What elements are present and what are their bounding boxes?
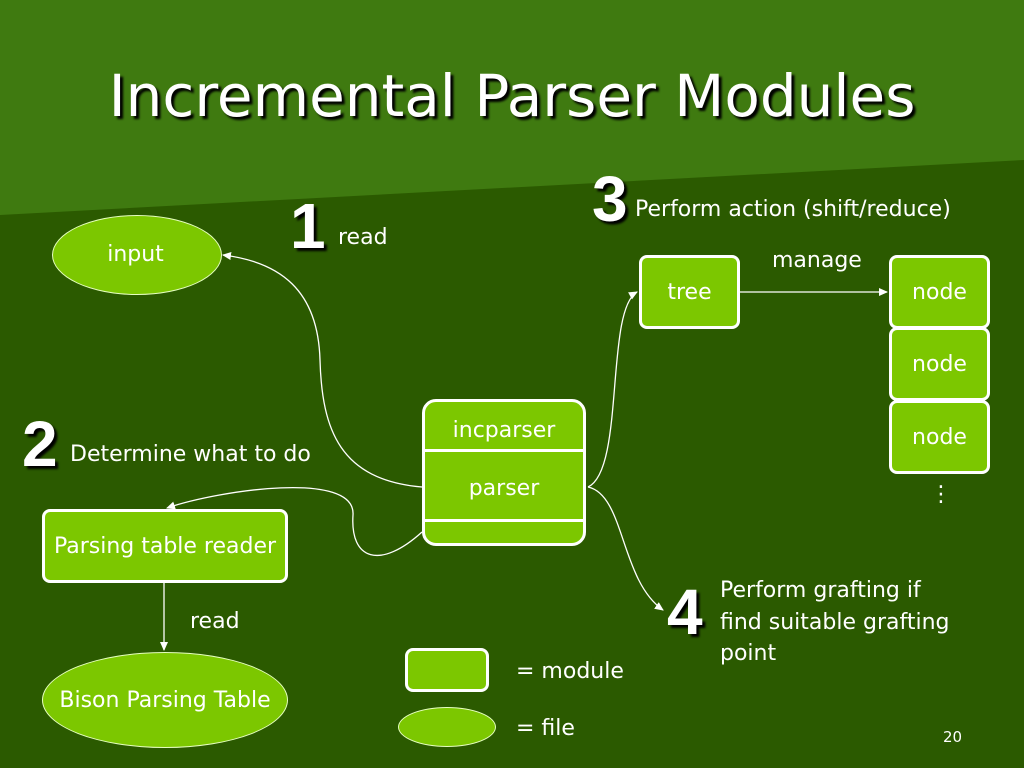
step-4-text-line-2: find suitable grafting	[720, 610, 950, 635]
parsing-table-reader-label: Parsing table reader	[53, 533, 277, 559]
step-3-number: 3	[592, 163, 628, 235]
arrow-parser-to-grafting	[587, 486, 664, 611]
node-module-3: node	[889, 400, 990, 474]
arrow-parser-to-input	[222, 252, 423, 488]
tree-module: tree	[639, 255, 740, 329]
legend-file-swatch	[398, 707, 496, 747]
bison-parsing-table-label: Bison Parsing Table	[59, 687, 271, 713]
step-1-number: 1	[290, 190, 326, 262]
node-module-1: node	[889, 255, 990, 329]
step-2-text: Determine what to do	[70, 442, 311, 467]
incparser-module: incparser parser	[422, 399, 586, 546]
step-2-number: 2	[22, 408, 58, 480]
node-label-3: node	[912, 424, 967, 450]
step-1-text: read	[338, 225, 388, 250]
step-4-text-line-1: Perform grafting if	[720, 578, 921, 603]
node-label-1: node	[912, 279, 967, 305]
bison-parsing-table-file: Bison Parsing Table	[42, 652, 288, 748]
incparser-bottom-divider	[425, 519, 583, 522]
step-4-number: 4	[667, 576, 703, 648]
manage-edge-label: manage	[772, 248, 862, 273]
tree-label: tree	[667, 279, 712, 305]
input-label: input	[107, 241, 164, 267]
parsing-table-reader-module: Parsing table reader	[42, 509, 288, 583]
more-nodes-ellipsis: ⋮	[930, 482, 952, 507]
slide-title: Incremental Parser Modules	[108, 62, 916, 130]
arrow-parser-to-tree	[587, 291, 638, 488]
legend-file-label: = file	[516, 716, 575, 741]
node-module-2: node	[889, 327, 990, 401]
step-3-text: Perform action (shift/reduce)	[635, 197, 951, 222]
legend-module-label: = module	[516, 659, 624, 684]
read-edge-label: read	[190, 609, 240, 634]
node-label-2: node	[912, 351, 967, 377]
input-file: input	[52, 215, 222, 295]
incparser-divider	[425, 449, 583, 452]
page-number: 20	[943, 728, 963, 746]
legend-module-swatch	[405, 648, 489, 692]
arrow-parser-to-table-reader	[166, 487, 423, 557]
incparser-label: incparser	[452, 418, 556, 443]
parser-label: parser	[468, 476, 540, 501]
step-4-text-line-3: point	[720, 641, 777, 666]
